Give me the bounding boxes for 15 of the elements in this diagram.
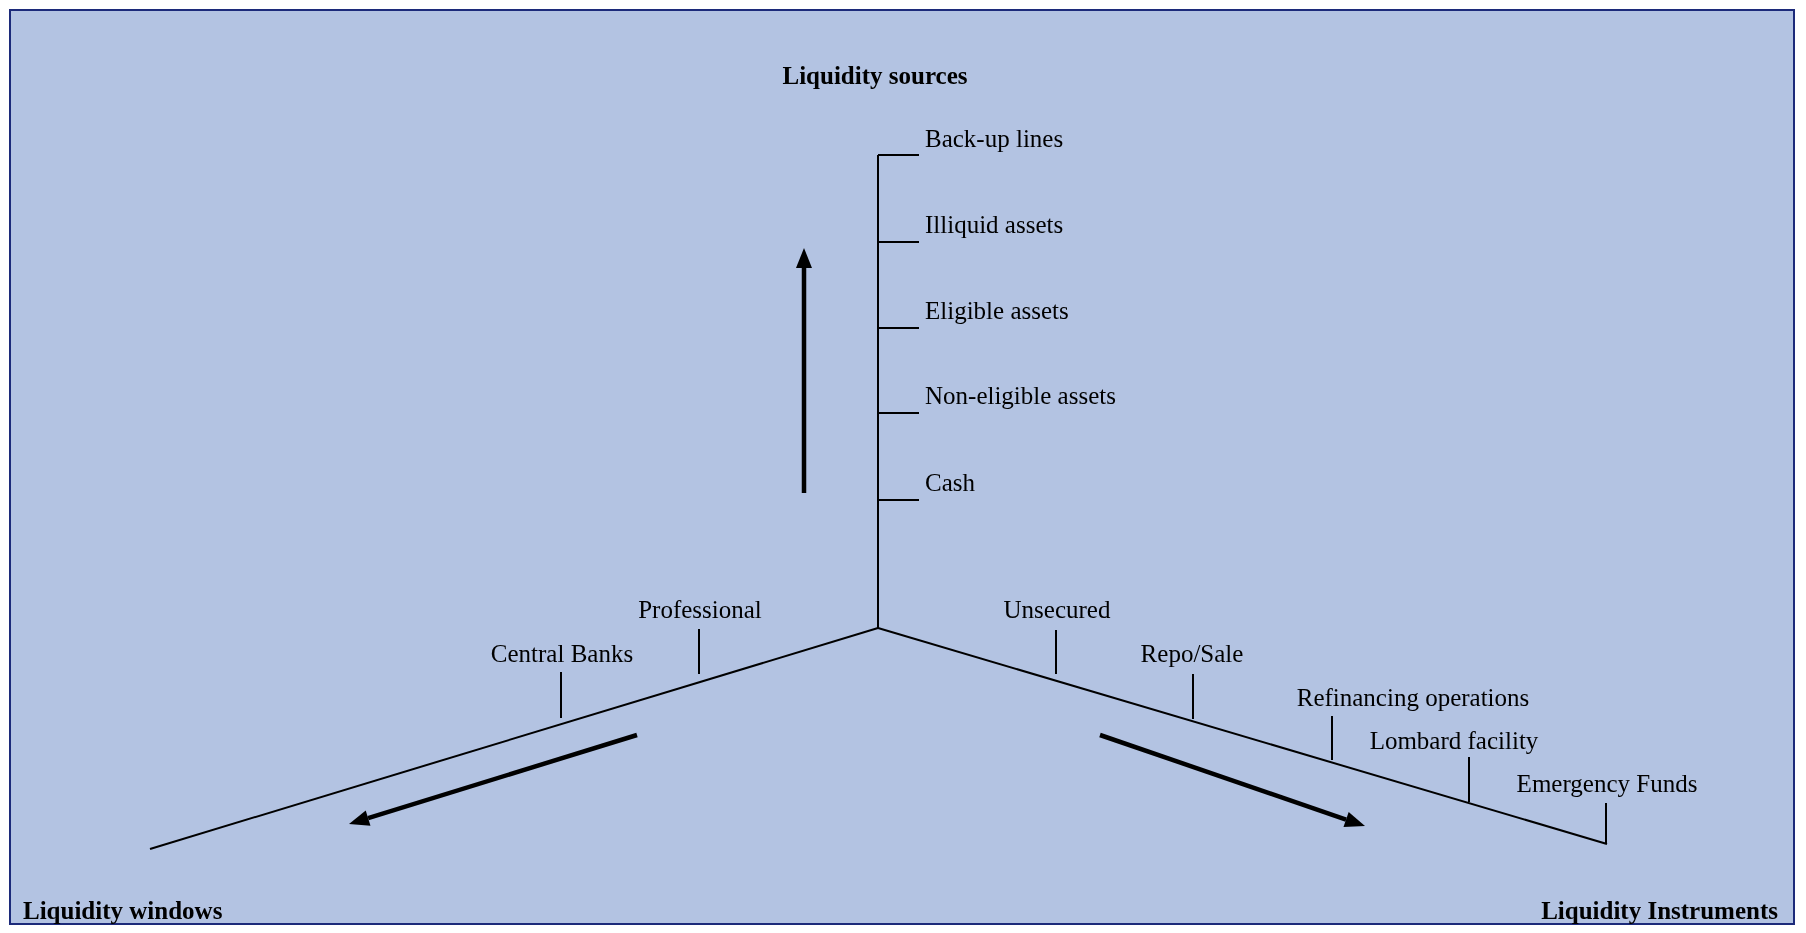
axis-label: Professional bbox=[638, 596, 762, 624]
axis-label: Illiquid assets bbox=[925, 211, 1064, 239]
axis-label: Emergency Funds bbox=[1516, 770, 1698, 798]
axis-label: Refinancing operations bbox=[1296, 684, 1530, 712]
axis-title: Liquidity sources bbox=[782, 62, 968, 90]
axis-label: Cash bbox=[925, 469, 975, 497]
axis-title: Liquidity Instruments bbox=[1541, 897, 1778, 925]
axis-label: Central Banks bbox=[490, 640, 634, 668]
axis-label: Back-up lines bbox=[925, 125, 1064, 153]
axis-title: Liquidity windows bbox=[23, 897, 223, 925]
axis-label: Eligible assets bbox=[925, 297, 1069, 325]
axis-label: Non-eligible assets bbox=[925, 382, 1116, 410]
axis-label: Unsecured bbox=[1003, 596, 1111, 624]
axis-label: Repo/Sale bbox=[1140, 640, 1244, 668]
axis-label: Lombard facility bbox=[1369, 727, 1539, 755]
